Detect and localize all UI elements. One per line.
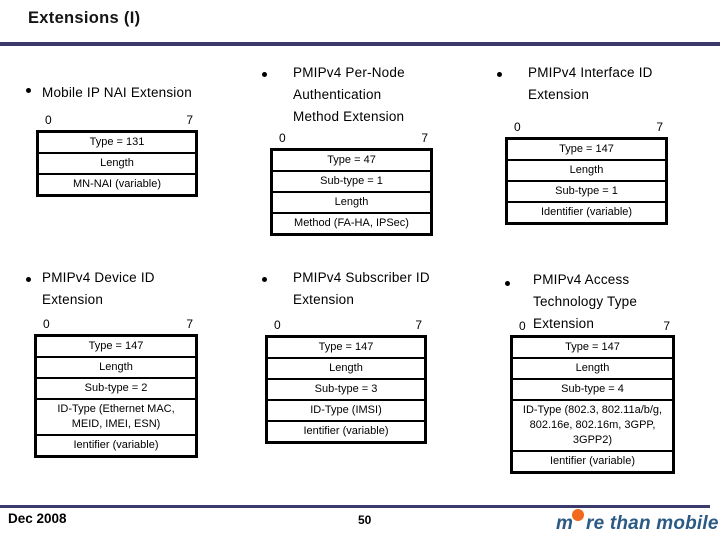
field-row: Length <box>513 357 672 378</box>
logo: m re than mobile <box>556 509 719 535</box>
field-row: Length <box>268 357 424 378</box>
footer-date: Dec 2008 <box>8 511 67 526</box>
field-row: Ientifier (variable) <box>268 420 424 441</box>
field-row: ID-Type (802.3, 802.11a/b/g, 802.16e, 80… <box>513 399 672 450</box>
logo-dot-icon <box>572 509 584 521</box>
field-row: Sub-type = 1 <box>508 180 665 201</box>
field-row: Sub-type = 3 <box>268 378 424 399</box>
bit-label-end: 7 <box>421 131 428 145</box>
bit-label-end: 7 <box>663 319 670 333</box>
bit-label-end: 7 <box>415 318 422 332</box>
section-title: PMIPv4 Device ID Extension <box>42 270 155 307</box>
bullet-icon <box>497 72 502 77</box>
bit-label-start: 0 <box>514 120 521 134</box>
bit-label-end: 7 <box>186 113 193 127</box>
field-row: Type = 147 <box>565 341 620 353</box>
bit-range-labels: 0 7 <box>265 317 427 334</box>
field-row: Sub-type = 2 <box>37 377 195 398</box>
field-row: Identifier (variable) <box>508 201 665 222</box>
bullet-icon <box>26 277 31 282</box>
bit-range-labels: 0 7 <box>34 316 198 333</box>
field-row: Type = 131 <box>89 136 145 148</box>
field-row: Type = 47 <box>327 154 376 166</box>
field-row: Method (FA-HA, IPSec) <box>273 212 430 233</box>
section-title: PMIPv4 Per-Node Authentication Method Ex… <box>293 65 405 124</box>
bit-label-start: 0 <box>45 113 52 127</box>
bullet-icon <box>26 88 31 93</box>
bit-label-start: 0 <box>274 318 281 332</box>
field-row: ID-Type (Ethernet MAC, MEID, IMEI, ESN) <box>37 398 195 434</box>
field-row: Sub-type = 4 <box>513 378 672 399</box>
bullet-icon <box>262 72 267 77</box>
page-title: Extensions (I) <box>28 9 141 27</box>
bullet-icon <box>505 281 510 286</box>
header-rule <box>0 42 720 46</box>
bit-range-labels: 0 7 <box>505 119 668 136</box>
field-row: Type = 147 <box>559 143 614 155</box>
bit-range-labels: 0 7 <box>270 130 433 147</box>
bit-label-end: 7 <box>656 120 663 134</box>
field-row: Ientifier (variable) <box>513 450 672 471</box>
field-row: Ientifier (variable) <box>37 434 195 455</box>
section-title: PMIPv4 Access Technology Type Extension <box>533 272 638 331</box>
field-row: Length <box>39 152 195 173</box>
section-title: PMIPv4 Interface ID Extension <box>528 65 653 102</box>
field-row: Sub-type = 1 <box>273 170 430 191</box>
section-title: Mobile IP NAI Extension <box>42 85 192 100</box>
footer-rule <box>0 505 710 508</box>
bit-label-start: 0 <box>279 131 286 145</box>
section-title: PMIPv4 Subscriber ID Extension <box>293 270 430 307</box>
field-row: Length <box>508 159 665 180</box>
field-row: MN-NAI (variable) <box>39 173 195 194</box>
bit-label-start: 0 <box>43 317 50 331</box>
logo-text: re than mobile <box>586 513 719 534</box>
bit-label-end: 7 <box>186 317 193 331</box>
bit-range-labels: 0 7 <box>510 318 675 335</box>
field-row: Length <box>37 356 195 377</box>
bit-range-labels: 0 7 <box>36 112 198 129</box>
field-row: Length <box>273 191 430 212</box>
field-row: Type = 147 <box>318 341 374 353</box>
logo-text: m <box>556 513 573 534</box>
bit-label-start: 0 <box>519 319 526 333</box>
bullet-icon <box>262 277 267 282</box>
page-number: 50 <box>358 513 372 527</box>
field-row: Type = 147 <box>88 340 144 352</box>
field-row: ID-Type (IMSI) <box>268 399 424 420</box>
